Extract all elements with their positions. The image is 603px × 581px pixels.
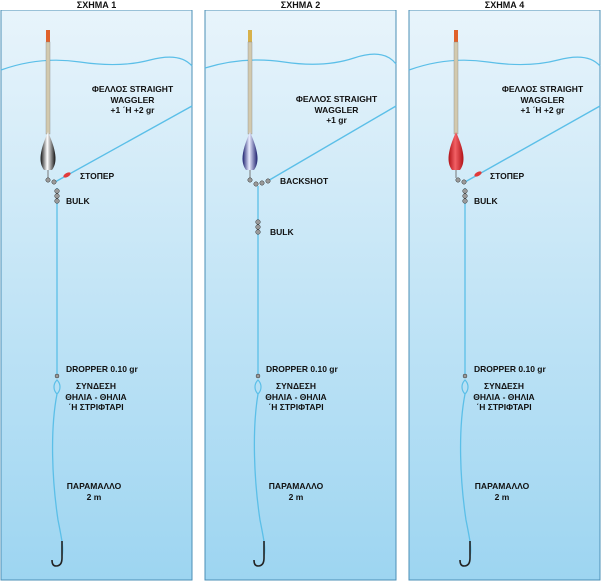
float-body (242, 132, 258, 170)
panel-title: ΣΧΗΜΑ 4 (484, 0, 525, 10)
bulk-shots (255, 219, 261, 235)
panel-title: ΣΧΗΜΑ 2 (280, 0, 321, 10)
bulk-label: BULK (270, 227, 294, 237)
water-surface (204, 53, 397, 69)
float-tip (46, 30, 50, 42)
rig-diagram-1 (0, 10, 193, 581)
water-surface (408, 56, 601, 71)
main-line (265, 105, 397, 183)
water-frame (0, 10, 193, 581)
rig-diagram-3 (408, 10, 601, 581)
float-tip (248, 30, 252, 42)
bulk-shots (462, 188, 468, 204)
water-surface (0, 56, 193, 71)
panel-title: ΣΧΗΜΑ 1 (76, 0, 117, 10)
dropper-label: DROPPER 0.10 gr (266, 364, 338, 374)
float-tip (454, 30, 458, 42)
stopper-label: ΣΤΟΠΕΡ (490, 171, 525, 181)
hook (253, 541, 265, 567)
stopper (63, 172, 71, 178)
dropper-label: DROPPER 0.10 gr (474, 364, 546, 374)
float-body (448, 132, 464, 170)
hook (459, 541, 471, 567)
float-stem (45, 41, 51, 135)
main-line (54, 105, 193, 183)
water-frame (408, 10, 601, 581)
dropper-shot (255, 373, 261, 379)
float-stem (247, 41, 253, 135)
dropper-shot (462, 373, 468, 379)
bulk-label: BULK (474, 196, 498, 206)
diagram-panel-1: ΣΧΗΜΑ 1 ΦΕΛΛΟΣ STRA (0, 0, 193, 581)
rig-diagram-2 (204, 10, 397, 581)
backshot-label: BACKSHOT (280, 176, 329, 186)
float-stem (453, 41, 459, 135)
dropper-label: DROPPER 0.10 gr (66, 364, 138, 374)
bulk-label: BULK (66, 196, 90, 206)
dropper-shot (54, 373, 60, 379)
main-line (464, 105, 601, 183)
backshot-shots (247, 177, 271, 187)
bulk-shots (54, 188, 60, 204)
water-frame (204, 10, 397, 581)
stopper (474, 171, 482, 177)
float-body (40, 132, 56, 170)
stopper-label: ΣΤΟΠΕΡ (80, 171, 115, 181)
hook (51, 541, 63, 567)
